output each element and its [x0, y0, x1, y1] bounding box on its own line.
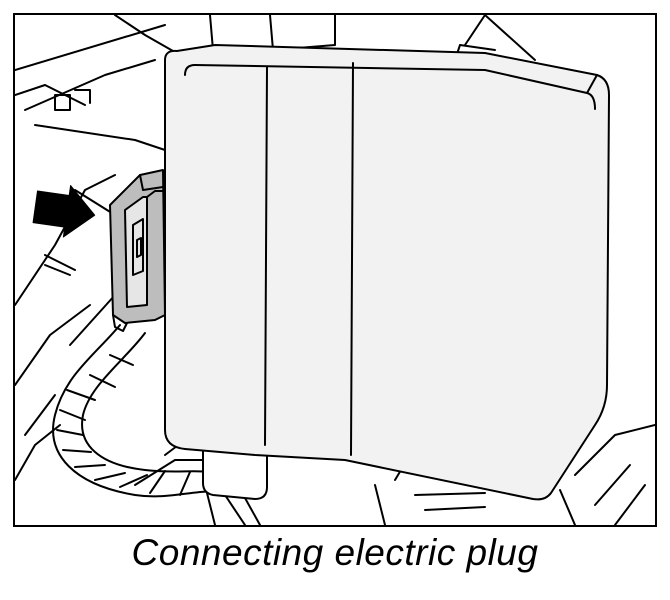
- arrow-right-icon: [32, 185, 96, 238]
- figure-caption: Connecting electric plug: [131, 532, 539, 573]
- illustration: [15, 15, 655, 525]
- wiring-harness: [52, 324, 261, 525]
- control-module: [164, 44, 610, 501]
- illustration-frame: [13, 13, 657, 527]
- electric-plug: [109, 169, 166, 332]
